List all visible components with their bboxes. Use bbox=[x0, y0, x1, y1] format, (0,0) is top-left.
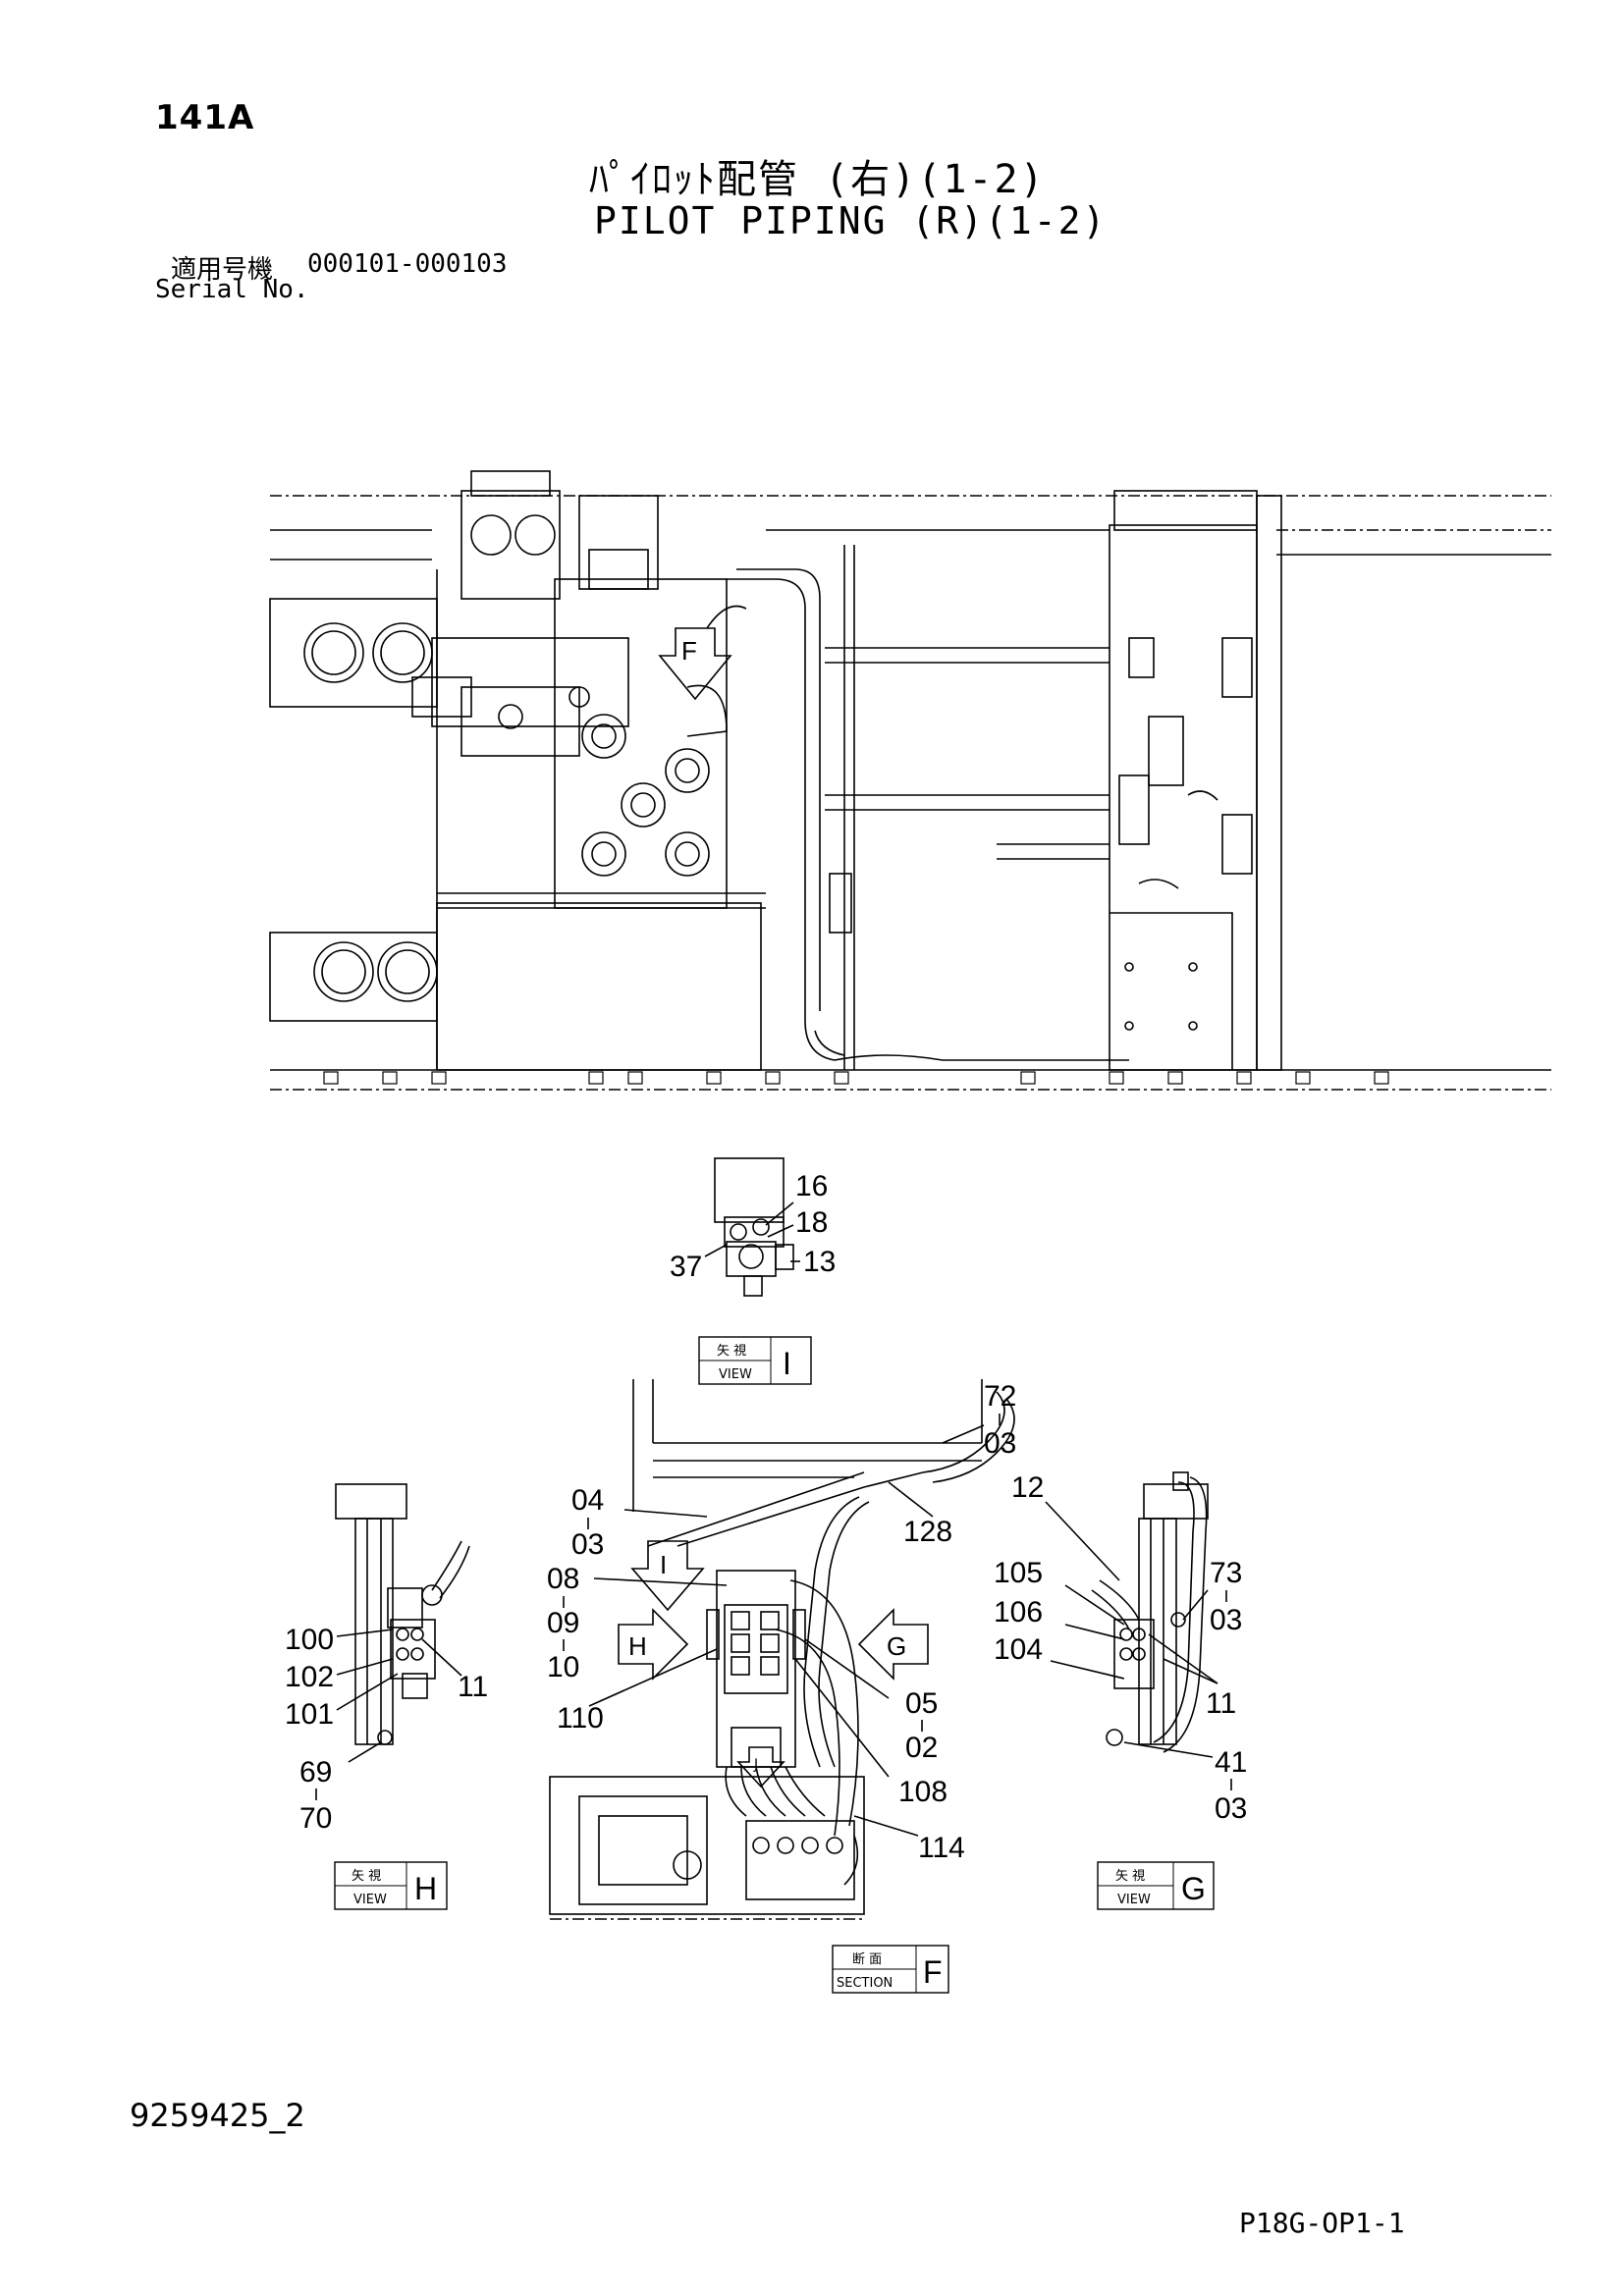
callout-101: 101 bbox=[285, 1698, 334, 1731]
callout-110: 110 bbox=[557, 1702, 604, 1735]
callout-104: 104 bbox=[994, 1633, 1043, 1666]
callout-13: 13 bbox=[803, 1246, 836, 1278]
callout-03-b: 03 bbox=[571, 1528, 604, 1561]
view-box-f-en: SECTION bbox=[837, 1976, 893, 1991]
view-box-i: 矢 視 VIEW I bbox=[698, 1336, 812, 1385]
callout-72: 72 bbox=[984, 1380, 1016, 1413]
callout-106: 106 bbox=[994, 1596, 1043, 1629]
callout-105: 105 bbox=[994, 1557, 1043, 1589]
view-box-h: 矢 視 VIEW H bbox=[334, 1861, 448, 1910]
view-box-f: 断 面 SECTION F bbox=[832, 1945, 949, 1994]
serial-label-english: Serial No. bbox=[155, 275, 309, 304]
serial-range: 000101-000103 bbox=[307, 249, 508, 279]
callout-08: 08 bbox=[547, 1563, 579, 1595]
main-overview-drawing: F bbox=[269, 470, 1551, 1091]
callout-05: 05 bbox=[905, 1687, 938, 1720]
callout-03-a: 03 bbox=[984, 1427, 1016, 1460]
callout-12: 12 bbox=[1011, 1471, 1044, 1504]
callout-37: 37 bbox=[670, 1251, 702, 1283]
view-box-g-en: VIEW bbox=[1117, 1893, 1151, 1907]
title-english: PILOT PIPING (R)(1-2) bbox=[594, 199, 1108, 242]
callout-69: 69 bbox=[299, 1756, 332, 1789]
callout-16: 16 bbox=[795, 1170, 828, 1202]
arrow-i-label: I bbox=[660, 1550, 667, 1579]
view-box-f-jp: 断 面 bbox=[852, 1952, 882, 1967]
view-box-h-jp: 矢 視 bbox=[352, 1869, 381, 1884]
callout-100: 100 bbox=[285, 1624, 334, 1656]
callout-02: 02 bbox=[905, 1732, 938, 1764]
callout-03-d: 03 bbox=[1215, 1792, 1247, 1825]
callout-09: 09 bbox=[547, 1607, 579, 1639]
callout-11-g: 11 bbox=[1206, 1687, 1236, 1720]
page-id: P18G-OP1-1 bbox=[1239, 2207, 1405, 2239]
view-box-h-letter: H bbox=[414, 1871, 437, 1906]
view-box-g-jp: 矢 視 bbox=[1115, 1869, 1145, 1884]
view-box-i-jp: 矢 視 bbox=[717, 1344, 746, 1359]
view-box-g: 矢 視 VIEW G bbox=[1097, 1861, 1215, 1910]
callout-108: 108 bbox=[898, 1776, 947, 1808]
callout-102: 102 bbox=[285, 1661, 334, 1693]
callout-114: 114 bbox=[918, 1832, 965, 1864]
callout-11-h: 11 bbox=[458, 1671, 488, 1703]
view-box-i-letter: I bbox=[783, 1346, 791, 1381]
callout-04: 04 bbox=[571, 1484, 604, 1517]
view-g-drawing bbox=[1045, 1471, 1218, 1758]
view-box-g-letter: G bbox=[1181, 1871, 1206, 1906]
callout-128: 128 bbox=[903, 1516, 952, 1548]
callout-10: 10 bbox=[547, 1651, 579, 1683]
page-code: 141A bbox=[155, 98, 255, 137]
callout-70: 70 bbox=[299, 1802, 332, 1835]
detail-valve-top bbox=[704, 1157, 800, 1297]
view-h-drawing bbox=[335, 1483, 470, 1763]
callout-18: 18 bbox=[795, 1206, 828, 1239]
view-box-f-letter: F bbox=[923, 1954, 943, 1990]
callout-73: 73 bbox=[1210, 1557, 1242, 1589]
callout-03-c: 03 bbox=[1210, 1604, 1242, 1636]
serial-label-japanese: 適用号機 bbox=[171, 255, 274, 285]
view-box-h-en: VIEW bbox=[353, 1893, 387, 1907]
document-number: 9259425_2 bbox=[130, 2097, 305, 2134]
callout-41: 41 bbox=[1215, 1746, 1247, 1779]
section-f-drawing: I H G J bbox=[549, 1379, 1015, 1920]
arrow-g-label: G bbox=[887, 1631, 906, 1661]
view-box-i-en: VIEW bbox=[719, 1367, 752, 1382]
section-arrow-f-label: F bbox=[681, 636, 697, 666]
arrow-h-label: H bbox=[628, 1631, 647, 1661]
arrow-j-label: J bbox=[753, 1757, 758, 1773]
title-japanese: ﾊﾟｲﾛｯﾄ配管 (右)(1-2) bbox=[589, 157, 1046, 202]
